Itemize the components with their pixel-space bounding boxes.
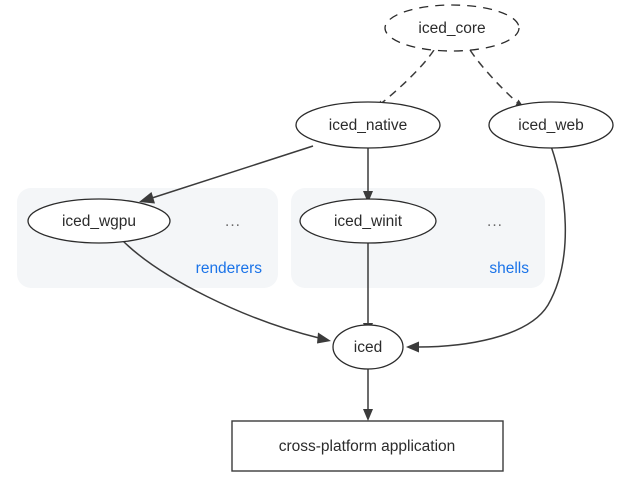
cluster-shells-label: shells bbox=[489, 260, 529, 277]
node-iced-web-shape[interactable] bbox=[488, 101, 614, 149]
edge-iced-wgpu-to-iced bbox=[121, 239, 331, 344]
node-iced-winit[interactable]: iced_winit bbox=[299, 198, 437, 244]
shells-ellipsis-label: ... bbox=[487, 213, 503, 230]
node-iced-web-label: iced_web bbox=[518, 117, 584, 134]
edge-iced-native-to-iced-wgpu bbox=[139, 145, 314, 204]
edge-path-web-iced bbox=[417, 145, 566, 348]
arrowhead-native-wgpu bbox=[139, 192, 155, 204]
edge-path-native-wgpu bbox=[151, 145, 314, 199]
node-iced-wgpu-shape[interactable] bbox=[27, 198, 171, 244]
node-iced-core[interactable]: iced_core bbox=[384, 4, 520, 52]
cluster-renderers-label: renderers bbox=[196, 260, 263, 277]
node-iced-native-shape[interactable] bbox=[295, 101, 441, 149]
edge-iced-to-application bbox=[363, 369, 373, 421]
renderers-ellipsis-label: ... bbox=[225, 213, 241, 230]
arrowhead-native-winit bbox=[363, 191, 373, 203]
node-iced-wgpu-label: iced_wgpu bbox=[62, 213, 136, 230]
node-iced[interactable]: iced bbox=[332, 324, 404, 370]
arrowhead-web-iced bbox=[406, 341, 419, 353]
node-iced-web[interactable]: iced_web bbox=[488, 101, 614, 149]
edge-path-core-web bbox=[469, 49, 521, 106]
node-iced-core-shape[interactable] bbox=[384, 4, 520, 52]
node-iced-native[interactable]: iced_native bbox=[295, 101, 441, 149]
node-iced-native-label: iced_native bbox=[329, 117, 407, 134]
edge-path-wgpu-iced bbox=[121, 239, 320, 339]
node-iced-winit-shape[interactable] bbox=[299, 198, 437, 244]
node-iced-winit-label: iced_winit bbox=[334, 213, 403, 230]
edge-iced-native-to-iced-winit bbox=[363, 147, 373, 203]
edge-path-core-native bbox=[377, 49, 435, 107]
node-application-shape[interactable] bbox=[231, 420, 504, 472]
node-application[interactable]: cross-platform application bbox=[231, 420, 504, 472]
node-iced-wgpu[interactable]: iced_wgpu bbox=[27, 198, 171, 244]
node-iced-label: iced bbox=[354, 339, 382, 356]
edge-iced-web-to-iced bbox=[406, 145, 566, 353]
arrowhead-iced-application bbox=[363, 409, 373, 421]
node-iced-shape[interactable] bbox=[332, 324, 404, 370]
node-application-label: cross-platform application bbox=[279, 438, 456, 455]
edge-iced-core-to-iced-web bbox=[469, 49, 527, 112]
node-iced-core-label: iced_core bbox=[418, 20, 485, 37]
arrowhead-wgpu-iced bbox=[317, 332, 331, 344]
